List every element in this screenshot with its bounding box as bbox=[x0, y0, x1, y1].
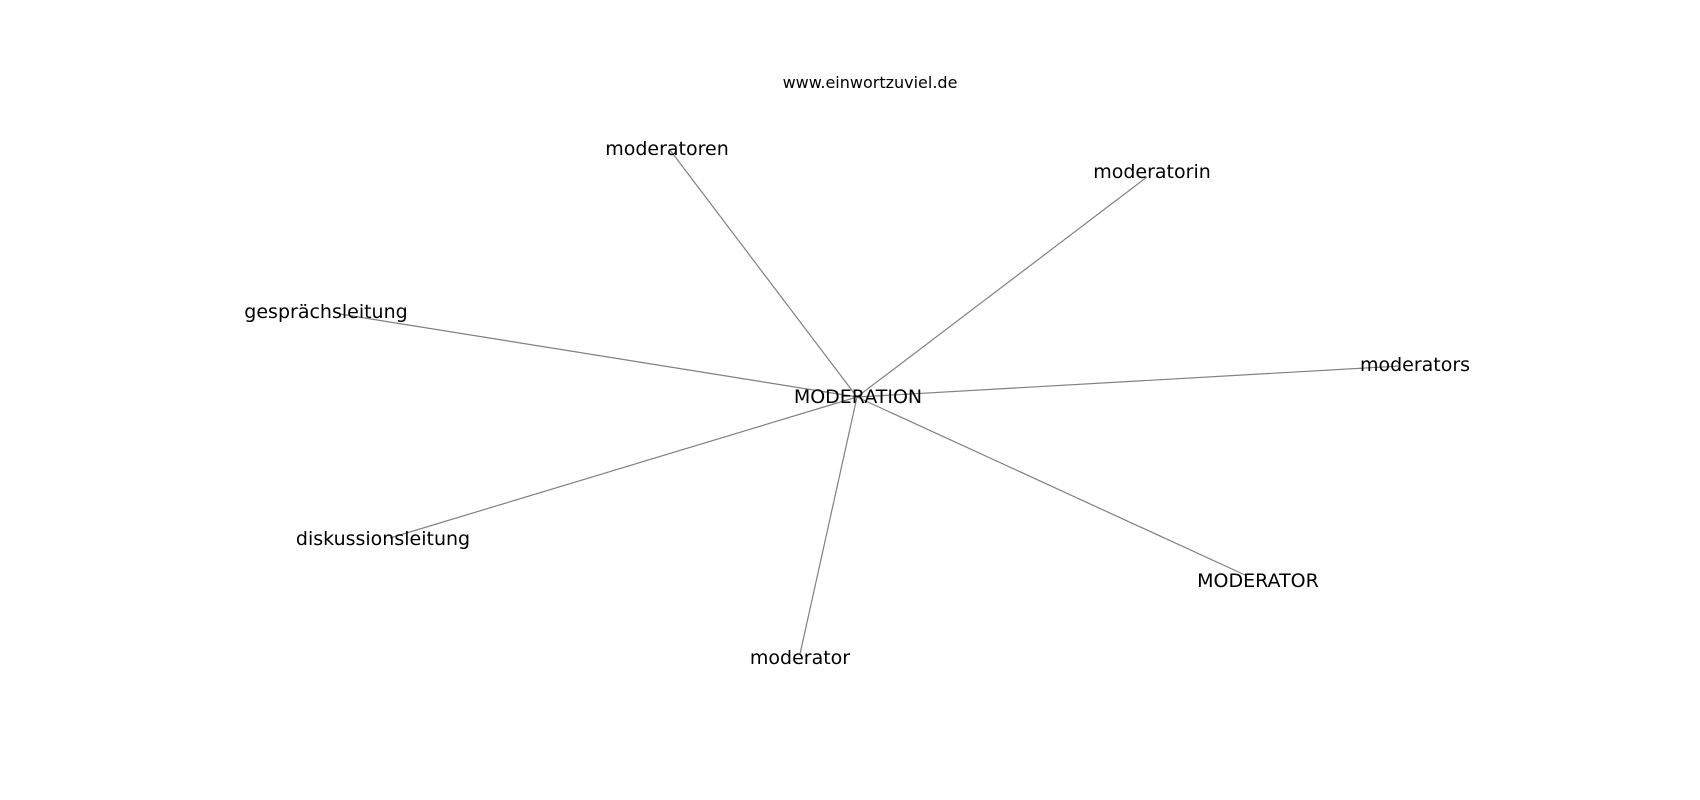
node-label-moderators: moderators bbox=[1360, 354, 1470, 376]
node-labels: MODERATION moderatoren moderatorin gespr… bbox=[244, 138, 1470, 669]
edge-diskussionsleitung bbox=[389, 396, 858, 539]
edge-moderator-upper bbox=[856, 396, 1246, 576]
center-node-label: MODERATION bbox=[794, 386, 922, 408]
node-label-gespraechsleitung: gesprächsleitung bbox=[244, 301, 407, 323]
edges bbox=[339, 149, 1401, 655]
watermark: www.einwortzuviel.de bbox=[783, 73, 958, 92]
node-label-diskussionsleitung: diskussionsleitung bbox=[296, 528, 470, 550]
node-label-moderator: moderator bbox=[750, 647, 850, 669]
edge-moderatoren bbox=[669, 149, 858, 398]
node-label-moderatorin: moderatorin bbox=[1093, 161, 1211, 183]
edge-moderator bbox=[799, 396, 858, 655]
node-label-moderatoren: moderatoren bbox=[605, 138, 729, 160]
edge-gespraechsleitung bbox=[339, 313, 858, 398]
edge-moderators bbox=[856, 365, 1401, 398]
edge-moderatorin bbox=[856, 176, 1148, 398]
node-label-moderator-upper: MODERATOR bbox=[1197, 570, 1319, 592]
